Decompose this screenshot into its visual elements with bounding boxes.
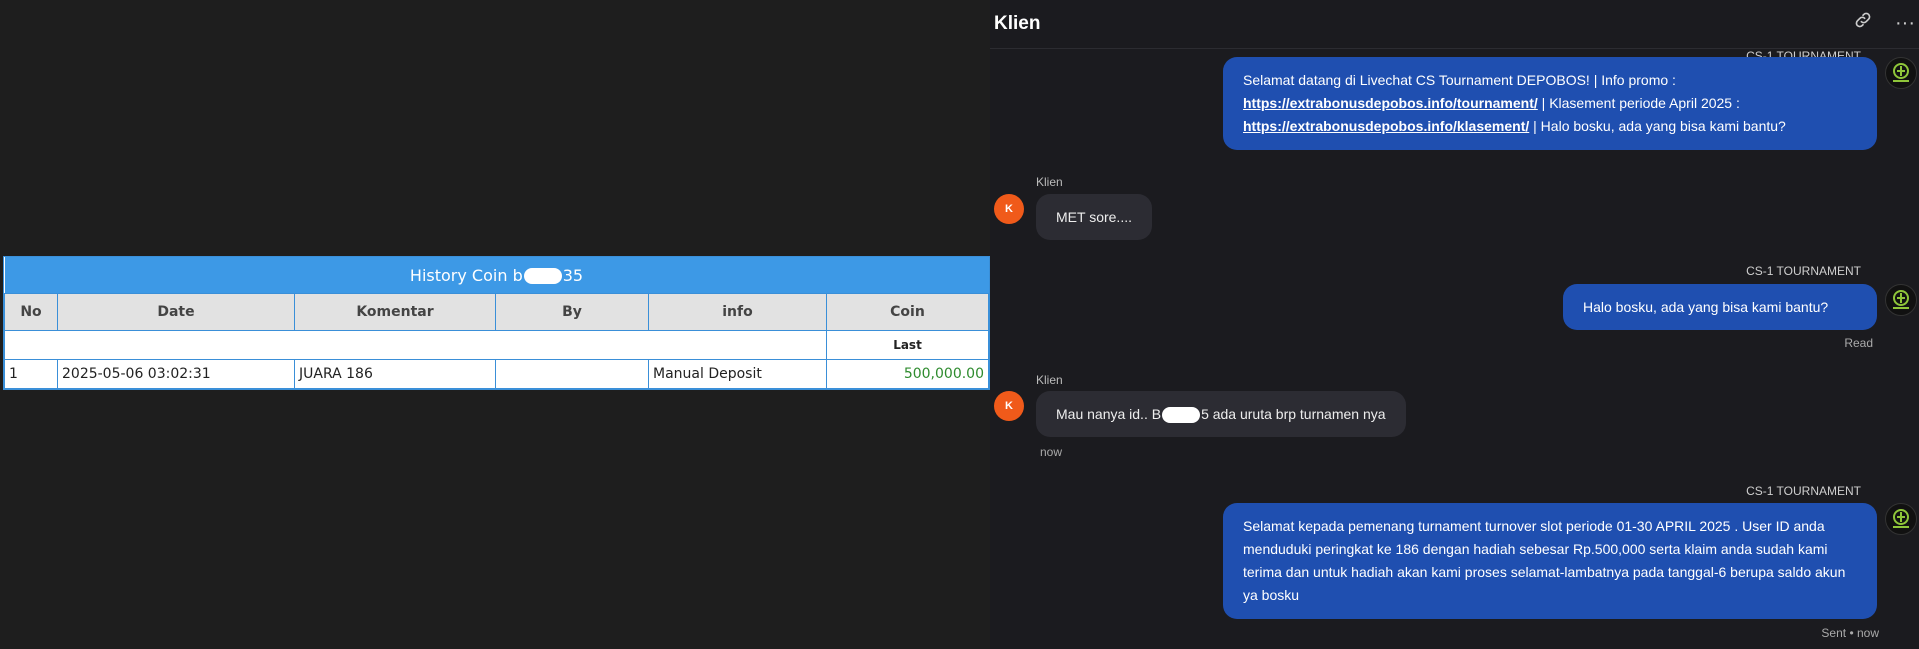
message-bubble-incoming: Mau nanya id.. B 5 ada uruta brp turnamen… (1036, 391, 1406, 437)
message-status: Sent • now (1821, 626, 1879, 640)
message-text: 5 ada uruta brp turnamen nya (1201, 406, 1386, 422)
message-bubble-outgoing: Selamat datang di Livechat CS Tournament… (1223, 57, 1877, 150)
agent-logo-icon (1885, 503, 1917, 535)
message-bubble-outgoing: Selamat kepada pemenang turnament turnov… (1223, 503, 1877, 619)
message-sender: Klien (1036, 373, 1063, 387)
klasement-link[interactable]: https://extrabonusdepobos.info/klasement… (1243, 118, 1530, 134)
cell-komentar: JUARA 186 (294, 359, 496, 389)
last-label: Last (826, 330, 989, 360)
message-text: | Klasement periode April 2025 : (1537, 95, 1740, 111)
header-actions: ··· (1853, 10, 1915, 36)
message-bubble-outgoing: Halo bosku, ada yang bisa kami bantu? (1563, 284, 1877, 330)
message-sender: CS-1 TOURNAMENT (1746, 484, 1861, 498)
col-header-info: info (648, 293, 827, 331)
cell-info: Manual Deposit (648, 359, 827, 389)
empty-cell (4, 330, 827, 360)
message-bubble-incoming: MET sore.... (1036, 194, 1152, 240)
table-title-prefix: History Coin b (409, 265, 523, 285)
agent-logo-icon (1885, 57, 1917, 89)
table-title-suffix: 35 (562, 265, 584, 285)
left-pane: History Coin b 35 No Date Komentar By inf… (3, 256, 990, 390)
chat-header: Klien ··· (990, 0, 1919, 49)
message-text: | Halo bosku, ada yang bisa kami bantu? (1529, 118, 1786, 134)
message-text: Mau nanya id.. B (1056, 406, 1162, 422)
history-coin-table: History Coin b 35 No Date Komentar By inf… (4, 257, 989, 389)
redaction-mask (523, 268, 562, 284)
cell-no: 1 (4, 359, 58, 389)
table-subheader-row: Last (4, 330, 989, 360)
chat-panel: Klien ··· CS-1 TOURNAMENT Selamat datang… (990, 0, 1919, 649)
message-time: now (1040, 445, 1063, 459)
redaction-mask (1162, 407, 1201, 424)
message-sender: Klien (1036, 175, 1063, 189)
table-title: History Coin b 35 (4, 257, 989, 294)
message-sender: CS-1 TOURNAMENT (1746, 264, 1861, 278)
col-header-date: Date (57, 293, 295, 331)
history-coin-table-panel: History Coin b 35 No Date Komentar By inf… (3, 256, 990, 390)
col-header-komentar: Komentar (294, 293, 496, 331)
table-row: 1 2025-05-06 03:02:31 JUARA 186 Manual D… (4, 359, 989, 389)
col-header-no: No (4, 293, 58, 331)
tournament-link[interactable]: https://extrabonusdepobos.info/tournamen… (1243, 95, 1538, 111)
cell-by (495, 359, 649, 389)
avatar: K (994, 194, 1024, 224)
cell-date: 2025-05-06 03:02:31 (57, 359, 295, 389)
cell-coin: 500,000.00 (826, 359, 989, 389)
message-list: CS-1 TOURNAMENT Selamat datang di Livech… (990, 49, 1919, 649)
link-icon[interactable] (1853, 10, 1873, 36)
agent-logo-icon (1885, 284, 1917, 316)
message-status: Read (1844, 336, 1873, 350)
col-header-coin: Coin (826, 293, 989, 331)
avatar: K (994, 391, 1024, 421)
chat-title: Klien (994, 13, 1041, 34)
more-icon[interactable]: ··· (1895, 11, 1915, 34)
message-sender: CS-1 TOURNAMENT (1746, 49, 1861, 63)
message-text: Selamat datang di Livechat CS Tournament… (1243, 72, 1676, 88)
col-header-by: By (495, 293, 649, 331)
